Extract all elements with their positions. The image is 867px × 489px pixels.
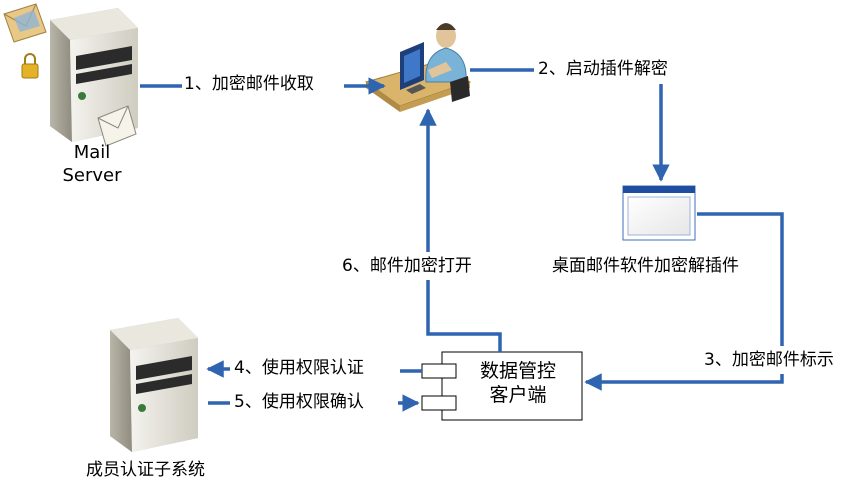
user-workstation-icon — [364, 23, 472, 112]
plugin-label: 桌面邮件软件加密解插件 — [552, 256, 739, 276]
mail-server-icon — [3, 3, 138, 147]
edge-label-step2: 2、启动插件解密 — [538, 59, 668, 79]
auth-server-label: 成员认证子系统 — [86, 460, 205, 480]
arrow-step6 — [426, 280, 502, 352]
edge-label-step5: 5、使用权限确认 — [234, 392, 364, 412]
edge-label-step3: 3、加密邮件标示 — [704, 350, 834, 370]
plugin-window-icon — [622, 185, 696, 241]
auth-server-icon — [110, 318, 198, 452]
arrow-step3 — [697, 212, 784, 346]
client-label: 数据管控 客户端 — [479, 360, 556, 406]
arrows — [140, 68, 784, 412]
mail-server-label: Mail Server — [62, 142, 122, 186]
edge-label-step1: 1、加密邮件收取 — [184, 74, 314, 94]
client-component-box — [421, 351, 583, 421]
edge-label-step4: 4、使用权限认证 — [234, 358, 364, 378]
edge-label-step6: 6、邮件加密打开 — [342, 256, 472, 276]
arrow-step3-tail — [584, 373, 784, 391]
